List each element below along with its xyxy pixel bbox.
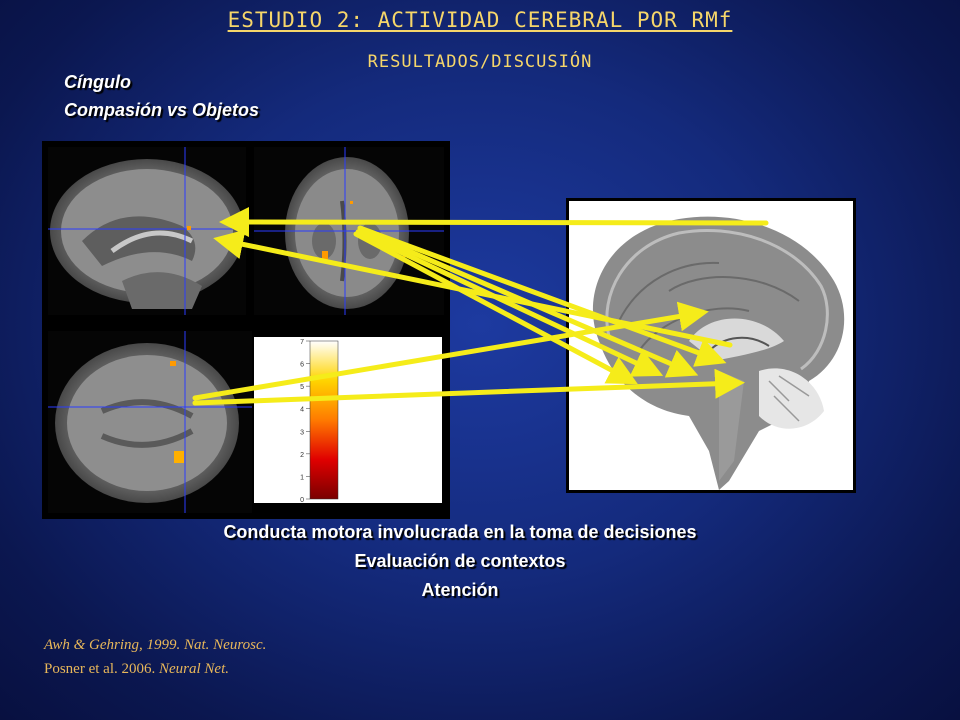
- colorbar-tick-label: 6: [300, 362, 304, 369]
- reference-2: Posner et al. 2006. Neural Net.: [44, 661, 229, 677]
- arrow-to-sagittal-top: [219, 207, 769, 238]
- colorbar-tick-label: 4: [300, 407, 304, 414]
- colorbar-tick-label: 5: [300, 384, 304, 391]
- coronal-slice: [254, 147, 444, 315]
- arrow-coronal-to-brain-4: [353, 231, 638, 385]
- colorbar-tick-label: 1: [300, 474, 304, 481]
- caption-line-1: Conducta motora involucrada en la toma d…: [223, 522, 697, 542]
- axial-slice: [48, 331, 252, 513]
- colorbar-tick-label: 7: [300, 339, 304, 346]
- arrow-to-sagittal-lower: [213, 229, 733, 348]
- arrow-coronal-to-brain-1: [357, 225, 727, 367]
- colorbar: 0 1 2 3 4 5 6 7: [254, 337, 442, 504]
- sagittal-slice: [48, 147, 246, 315]
- arrow-coronal-to-brain-3: [355, 229, 664, 377]
- arrow-axial-to-brain-upper: [192, 301, 709, 401]
- slide-title: ESTUDIO 2: ACTIVIDAD CEREBRAL POR RMf: [227, 8, 733, 32]
- colorbar-tick-label: 0: [300, 497, 304, 504]
- slide-subtitle: RESULTADOS/DISCUSIÓN: [367, 52, 593, 72]
- mri-panel: 0 1 2 3 4 5 6 7: [42, 141, 450, 519]
- contrast-label: Compasión vs Objetos: [64, 100, 260, 120]
- colorbar-tick-label: 3: [300, 429, 304, 436]
- caption-line-3: Atención: [421, 580, 499, 600]
- arrow-axial-to-brain-lower: [192, 368, 745, 406]
- arrow-coronal-to-brain-2: [357, 227, 699, 378]
- colorbar-tick-label: 2: [300, 452, 304, 459]
- reference-1: Awh & Gehring, 1999. Nat. Neurosc.: [44, 637, 267, 653]
- region-label: Cíngulo: [64, 72, 131, 92]
- caption-line-2: Evaluación de contextos: [354, 551, 566, 571]
